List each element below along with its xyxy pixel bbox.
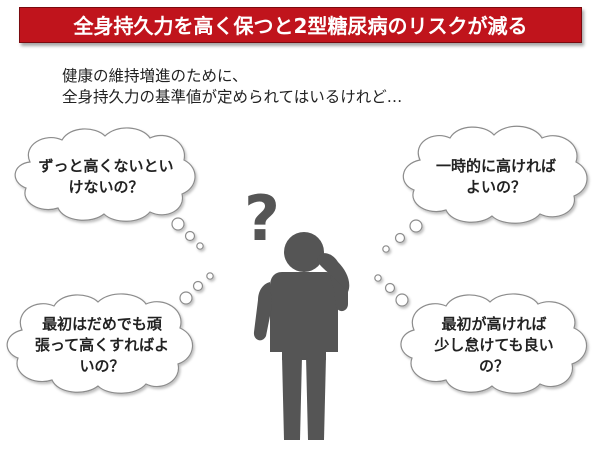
intro-text: 健康の維持増進のために、 全身持久力の基準値が定められてはいるけれど… [62,66,522,108]
bubble-top-left-line-1: ずっと高くないとい [38,157,174,175]
thought-cloud-top-right [382,125,588,253]
bubble-bottom-left-line-3: いの？ [79,357,125,375]
thought-cloud-top-left [14,127,204,250]
question-mark-icon: ? [244,182,280,255]
thought-cloud-bottom-right [374,274,588,394]
bubble-top-right-line-1: 一時的に高ければ [435,157,556,175]
thought-cloud-bottom-left [6,272,214,394]
bubble-text-top-left: ずっと高くないとい けないの？ [38,156,174,198]
bubble-text-bottom-right: 最初が高ければ 少し怠けても良い の？ [424,314,564,377]
bubble-top-left-line-2: けないの？ [68,178,144,196]
bubble-text-top-right: 一時的に高ければ よいの？ [428,156,564,198]
bubble-bottom-right-line-2: 少し怠けても良い [434,336,554,354]
bubble-bottom-left-line-2: 張って高くすればよ [34,336,170,354]
intro-line-2: 全身持久力の基準値が定められてはいるけれど… [62,88,403,106]
title-banner: 全身持久力を高く保つと2型糖尿病のリスクが減る [19,7,582,43]
thinking-person-icon [253,232,350,440]
bubble-bottom-right-line-1: 最初が高ければ [441,315,547,333]
bubble-bottom-right-line-3: の？ [478,357,509,375]
intro-line-1: 健康の維持増進のために、 [62,67,248,85]
bubble-top-right-line-2: よいの？ [465,178,526,196]
bubble-text-bottom-left: 最初はだめでも頑 張って高くすればよ いの？ [32,314,172,377]
bubble-bottom-left-line-1: 最初はだめでも頑 [42,315,162,333]
